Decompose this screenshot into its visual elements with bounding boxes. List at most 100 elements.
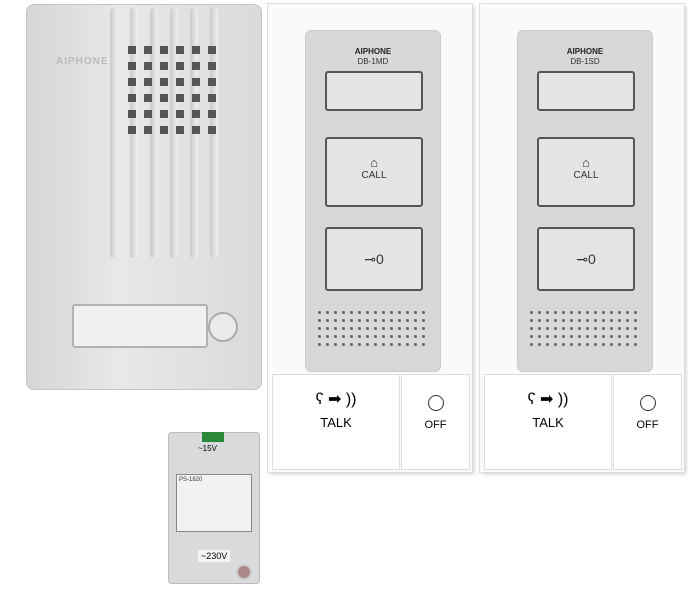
- grille-hole: [208, 126, 216, 134]
- mic-hole: [538, 327, 541, 330]
- mic-hole: [342, 343, 345, 346]
- mic-hole: [382, 327, 385, 330]
- mic-hole: [406, 335, 409, 338]
- grille-hole: [144, 62, 152, 70]
- mic-hole: [350, 327, 353, 330]
- mic-hole: [586, 327, 589, 330]
- mic-hole: [326, 311, 329, 314]
- mic-hole: [382, 311, 385, 314]
- off-button[interactable]: OFF: [613, 374, 682, 470]
- model-label: PS-1820: [179, 477, 203, 483]
- mic-hole: [626, 319, 629, 322]
- mic-hole: [366, 319, 369, 322]
- key-icon: ⊸0: [576, 251, 596, 267]
- grille-hole: [128, 78, 136, 86]
- grille-hole: [208, 110, 216, 118]
- mic-hole: [634, 319, 637, 322]
- off-button[interactable]: OFF: [401, 374, 470, 470]
- mic-hole: [602, 327, 605, 330]
- door-call-icon: ⌂: [582, 155, 590, 170]
- grille-hole: [128, 46, 136, 54]
- speaking-face-icon: ʕ ➡ )): [315, 391, 357, 408]
- talk-label: TALK: [532, 415, 564, 430]
- mic-hole: [406, 327, 409, 330]
- circle-icon: [427, 395, 444, 411]
- mic-hole: [398, 343, 401, 346]
- mic-hole: [578, 311, 581, 314]
- mic-hole: [406, 343, 409, 346]
- mic-hole: [318, 319, 321, 322]
- mic-hole: [398, 327, 401, 330]
- call-button[interactable]: [208, 312, 238, 342]
- mic-hole: [422, 335, 425, 338]
- mic-hole: [422, 311, 425, 314]
- monitor-panel: AIPHONE DB-1MD ⌂CALL ⊸0: [305, 30, 441, 372]
- monitor-panel: AIPHONE DB-1SD ⌂CALL ⊸0: [517, 30, 653, 372]
- mic-hole: [554, 319, 557, 322]
- mic-hole: [406, 319, 409, 322]
- mic-hole: [546, 319, 549, 322]
- mounting-hole: [236, 564, 252, 580]
- mic-hole: [366, 343, 369, 346]
- talk-button[interactable]: ʕ ➡ ))TALK: [484, 374, 612, 470]
- mic-hole: [530, 311, 533, 314]
- talk-button[interactable]: ʕ ➡ ))TALK: [272, 374, 400, 470]
- mic-hole: [350, 311, 353, 314]
- mic-hole: [610, 335, 613, 338]
- monitor-model: DB-1MD: [357, 57, 389, 66]
- grille-hole: [192, 110, 200, 118]
- name-plate: [72, 304, 208, 348]
- mic-hole: [578, 319, 581, 322]
- monitor-model: DB-1SD: [570, 57, 600, 66]
- grille-hole: [144, 78, 152, 86]
- mic-hole: [586, 311, 589, 314]
- mic-hole: [334, 327, 337, 330]
- grille-hole: [176, 126, 184, 134]
- mic-hole: [350, 319, 353, 322]
- mic-hole: [530, 343, 533, 346]
- mic-hole: [570, 343, 573, 346]
- mic-hole: [406, 311, 409, 314]
- mic-hole: [578, 335, 581, 338]
- mic-hole: [610, 343, 613, 346]
- mic-hole: [610, 319, 613, 322]
- grille-hole: [208, 94, 216, 102]
- mic-hole: [358, 335, 361, 338]
- rib: [170, 8, 178, 258]
- mic-hole: [530, 327, 533, 330]
- mic-hole: [358, 311, 361, 314]
- unlock-button[interactable]: ⊸0: [537, 227, 635, 291]
- unlock-button[interactable]: ⊸0: [325, 227, 423, 291]
- mic-hole: [554, 327, 557, 330]
- mic-hole: [546, 327, 549, 330]
- mic-hole: [618, 311, 621, 314]
- mic-hole: [374, 311, 377, 314]
- mic-hole: [326, 335, 329, 338]
- blank-button[interactable]: [537, 71, 635, 111]
- monitor-2: AIPHONE DB-1SD ⌂CALL ⊸0 ʕ ➡ ))TALK OFF: [480, 4, 684, 472]
- mic-hole: [398, 319, 401, 322]
- mic-hole: [422, 327, 425, 330]
- mic-hole: [374, 319, 377, 322]
- mic-hole: [586, 343, 589, 346]
- grille-hole: [128, 62, 136, 70]
- grille-hole: [192, 94, 200, 102]
- mic-hole: [546, 335, 549, 338]
- grille-hole: [160, 94, 168, 102]
- mic-hole: [602, 343, 605, 346]
- mic-hole: [414, 343, 417, 346]
- mic-hole: [634, 343, 637, 346]
- mic-hole: [414, 319, 417, 322]
- mic-hole: [562, 343, 565, 346]
- mic-hole: [318, 327, 321, 330]
- blank-button[interactable]: [325, 71, 423, 111]
- mic-hole: [366, 327, 369, 330]
- call-button[interactable]: ⌂CALL: [537, 137, 635, 207]
- monitor-1: AIPHONE DB-1MD ⌂CALL ⊸0 ʕ ➡ ))TALK OFF: [268, 4, 472, 472]
- call-button[interactable]: ⌂CALL: [325, 137, 423, 207]
- grille-hole: [160, 62, 168, 70]
- mic-hole: [570, 327, 573, 330]
- mic-hole: [358, 327, 361, 330]
- mic-hole: [342, 327, 345, 330]
- mic-hole: [618, 319, 621, 322]
